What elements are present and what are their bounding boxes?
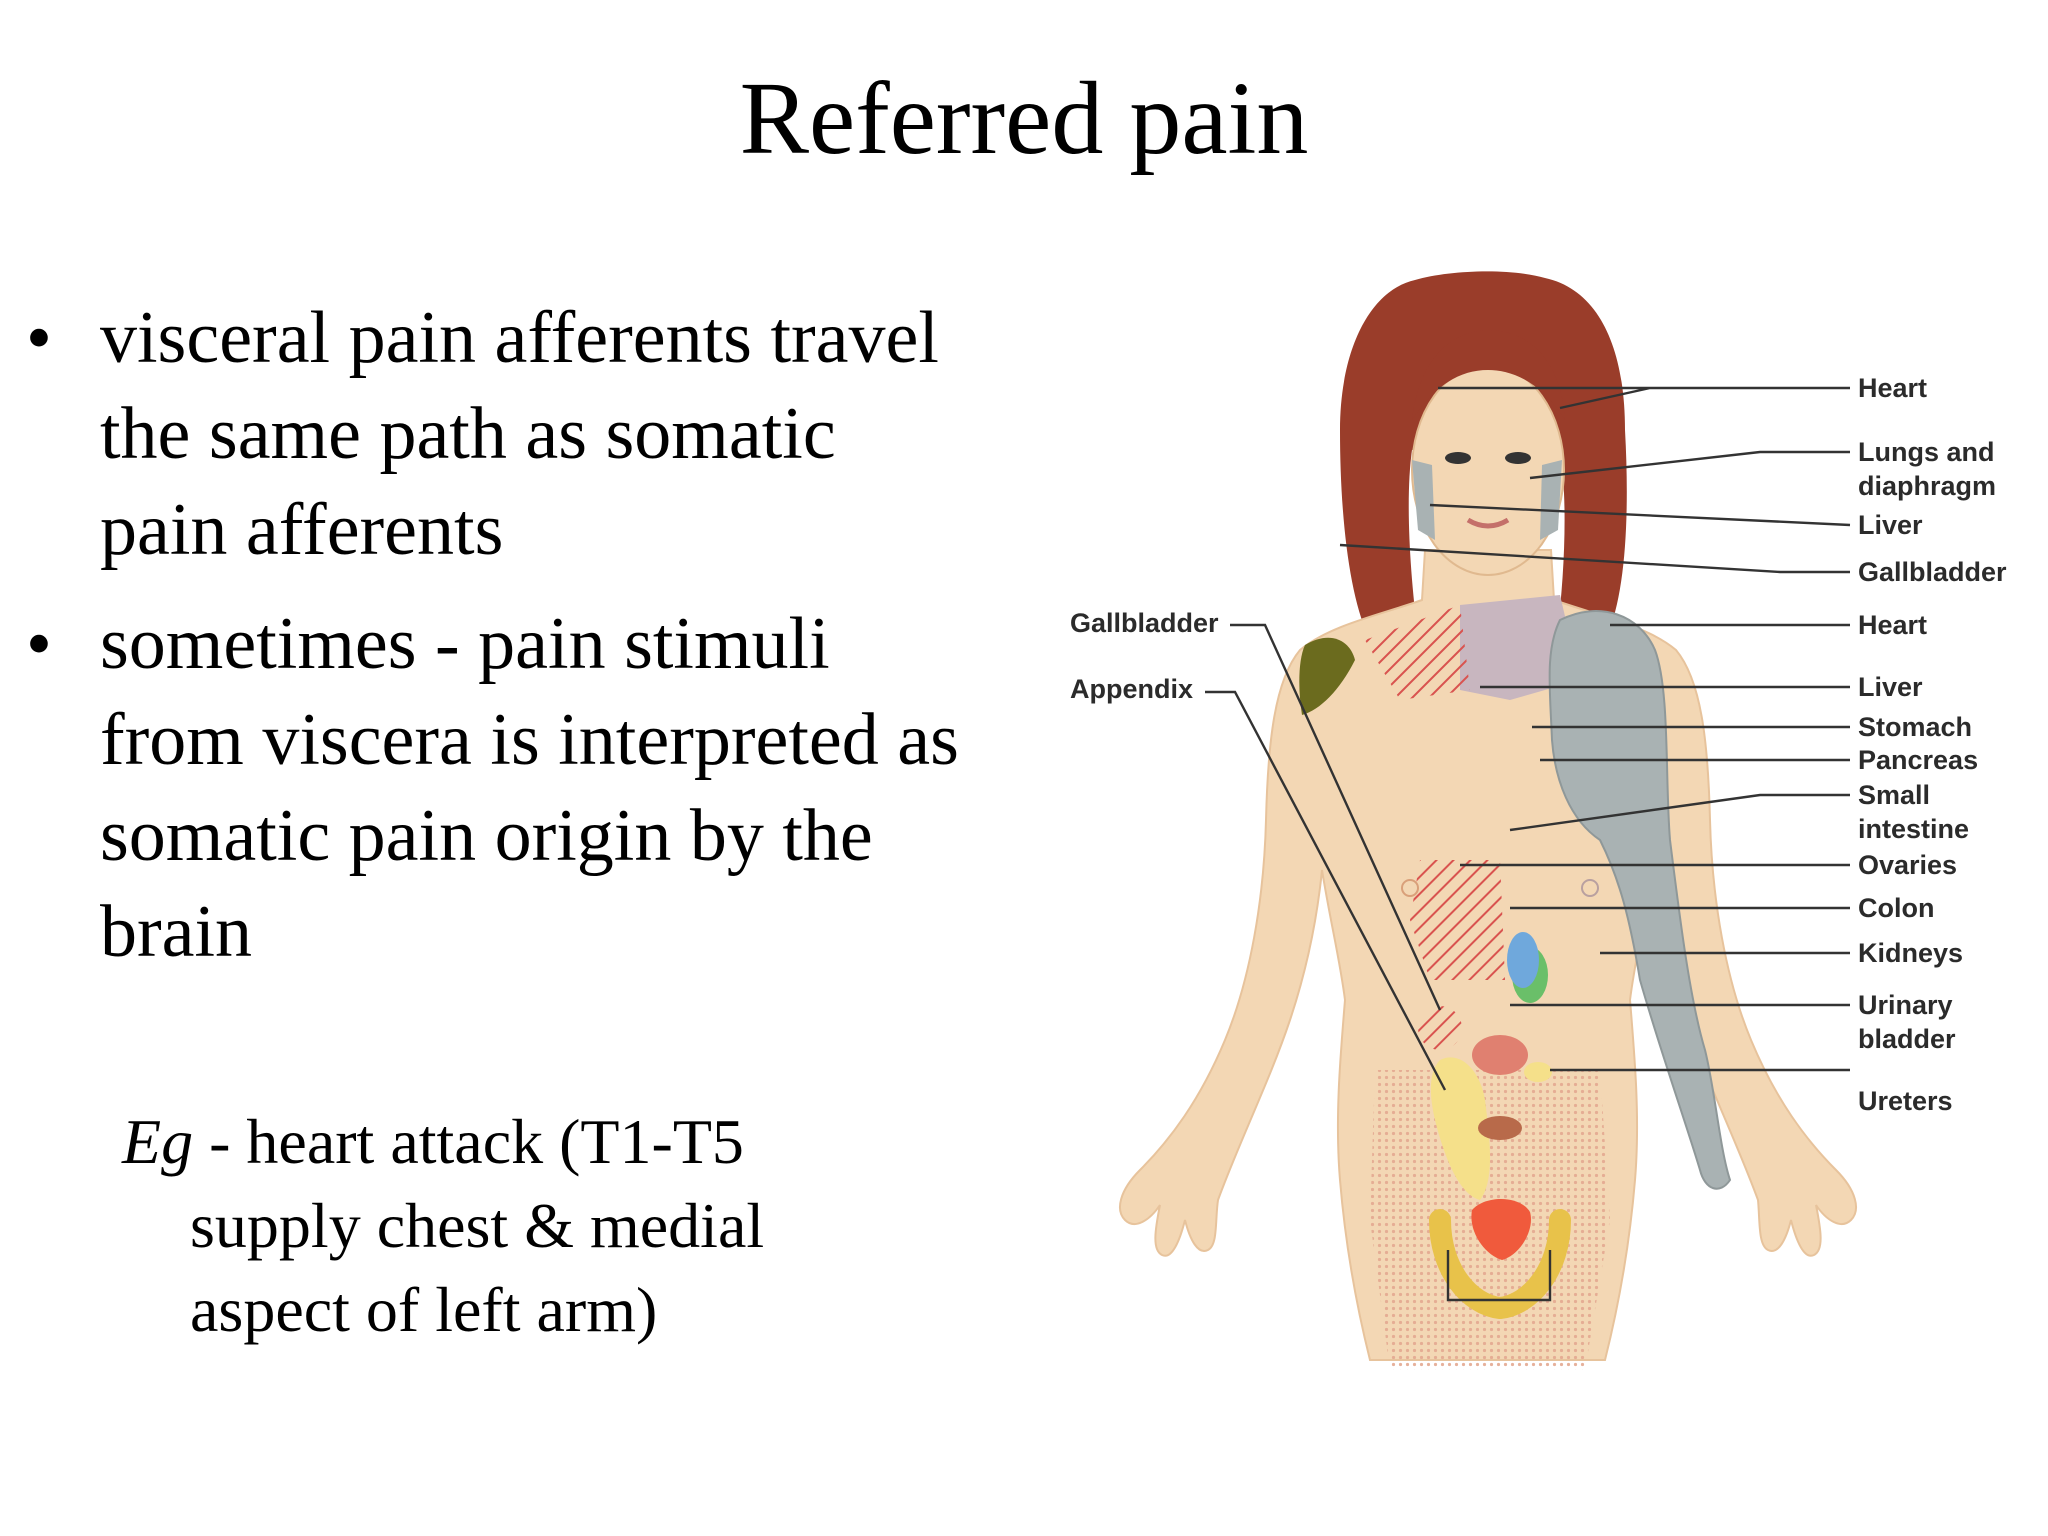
slide-title: Referred pain [739, 61, 1309, 176]
liver-shoulder-zone [1365, 605, 1470, 700]
right-nipple [1581, 879, 1599, 897]
right-eye [1505, 452, 1531, 464]
label-liver-shoulder: Liver [1858, 510, 1923, 540]
label-gallbladder-shoulder: Gallbladder [1858, 557, 2007, 587]
left-eye [1445, 452, 1471, 464]
leader-small-intestine [1509, 793, 1850, 832]
bullet-text: visceral pain afferents travel the same … [100, 297, 939, 571]
leader-lungs [1529, 450, 1850, 480]
label-heart-jaw: Heart [1858, 373, 1927, 403]
face [1411, 364, 1565, 576]
label-appendix-left: Appendix [1070, 674, 1193, 704]
bullet-item: • sometimes - pain stimuli from viscera … [18, 596, 978, 980]
colon-zone [1478, 1116, 1522, 1140]
leader-liver-shoulder [1429, 503, 1851, 527]
urinary-bladder-zone [1471, 1198, 1531, 1260]
example-line-3: aspect of left arm) [190, 1274, 658, 1345]
gallbladder-shoulder-zone [1299, 637, 1355, 715]
example-abbr: Eg [122, 1106, 194, 1177]
jaw-heart-zone-left [1412, 460, 1435, 540]
label-gallbladder-left: Gallbladder [1070, 608, 1219, 638]
appendix-zone [1430, 1057, 1490, 1200]
label-liver-abdomen: Liver [1858, 672, 1923, 702]
gallbladder-abdomen-zone [1418, 1006, 1462, 1050]
ureter-bracket [1446, 1250, 1552, 1302]
hair-top [1412, 330, 1565, 420]
bullet-item: • visceral pain afferents travel the sam… [18, 290, 978, 578]
label-small-1: Small [1858, 780, 1930, 810]
example-line-1: - heart attack (T1-T5 [193, 1106, 744, 1177]
label-kidneys: Kidneys [1858, 938, 1963, 968]
mouth [1466, 517, 1510, 529]
label-heart-chest: Heart [1858, 610, 1927, 640]
label-lungs-2: diaphragm [1858, 471, 1996, 501]
liver-abdomen-zone [1410, 860, 1505, 980]
label-ureters: Ureters [1858, 1086, 1953, 1116]
leader-gallbladder-left [1230, 623, 1442, 1011]
label-bladder-2: bladder [1858, 1024, 1956, 1054]
leader-appendix-left [1205, 690, 1447, 1091]
label-stomach: Stomach [1858, 712, 1972, 742]
bullet-text: sometimes - pain stimuli from viscera is… [100, 603, 959, 973]
example-note: Eg - heart attack (T1-T5 supply chest & … [122, 1100, 882, 1352]
bullet-list: • visceral pain afferents travel the sam… [18, 290, 978, 998]
label-lungs-1: Lungs and [1858, 437, 1995, 467]
leader-heart-jaw [1438, 386, 1850, 410]
label-ovaries: Ovaries [1858, 850, 1957, 880]
stomach-zone [1507, 932, 1539, 988]
label-bladder-1: Urinary [1858, 990, 1953, 1020]
referred-pain-body-diagram: Gallbladder Appendix Heart Lungs and dia… [1070, 271, 2007, 1370]
example-line-2: supply chest & medial [190, 1190, 765, 1261]
bullet-marker: • [26, 603, 52, 685]
bullet-marker: • [26, 297, 52, 379]
heart-chest-arm-zone [1548, 610, 1732, 1190]
leader-gallbladder-shoulder [1339, 543, 1850, 574]
hair [1340, 271, 1627, 650]
label-small-2: intestine [1858, 814, 1969, 844]
label-pancreas: Pancreas [1858, 745, 1978, 775]
small-intestine-zone [1472, 1035, 1528, 1075]
label-colon: Colon [1858, 893, 1934, 923]
jaw-heart-zone-right [1540, 460, 1562, 540]
ovary-right [1524, 1062, 1552, 1082]
